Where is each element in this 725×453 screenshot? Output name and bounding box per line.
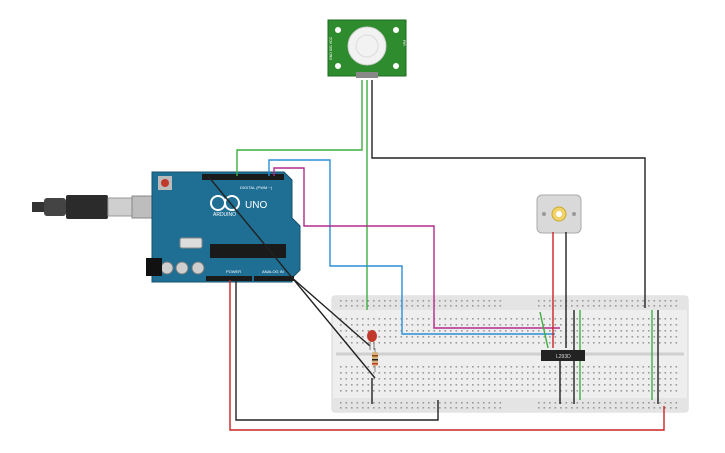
wire-pir-black-gnd xyxy=(371,80,646,308)
pir-right-label: PIR xyxy=(402,40,406,46)
digital-label: DIGITAL (PWM ~) xyxy=(240,185,273,190)
analog-label: ANALOG IN xyxy=(262,269,284,274)
arduino-logo-text: ARDUINO xyxy=(213,212,236,218)
reset-button[interactable] xyxy=(161,179,169,187)
breadboard xyxy=(331,295,689,413)
led xyxy=(367,330,377,350)
wires xyxy=(207,80,665,431)
dc-motor xyxy=(536,194,582,234)
resistor xyxy=(372,348,378,372)
wire-black-gnd-loop xyxy=(235,280,439,421)
wire-bb-green-1 xyxy=(539,311,549,349)
wire-red-5v-loop xyxy=(229,280,665,431)
wire-blue xyxy=(268,159,555,335)
arduino-model-text: UNO xyxy=(245,200,267,211)
arduino-uno: ARDUINO UNO DIGITAL (PWM ~) POWER ANALOG… xyxy=(32,171,301,283)
motor-driver-chip: L293D xyxy=(541,350,585,361)
pir-sensor: GND SIG VCC PIR xyxy=(327,19,407,78)
pir-left-label: GND SIG VCC xyxy=(329,36,333,60)
wire-black-diagonal-2 xyxy=(289,275,371,347)
pir-dome xyxy=(347,26,387,66)
wire-pir-green-signal xyxy=(236,80,363,176)
driver-chip-label: L293D xyxy=(556,354,571,360)
power-label: POWER xyxy=(226,269,241,274)
wire-magenta xyxy=(273,167,560,329)
arduino-logo xyxy=(210,195,240,211)
